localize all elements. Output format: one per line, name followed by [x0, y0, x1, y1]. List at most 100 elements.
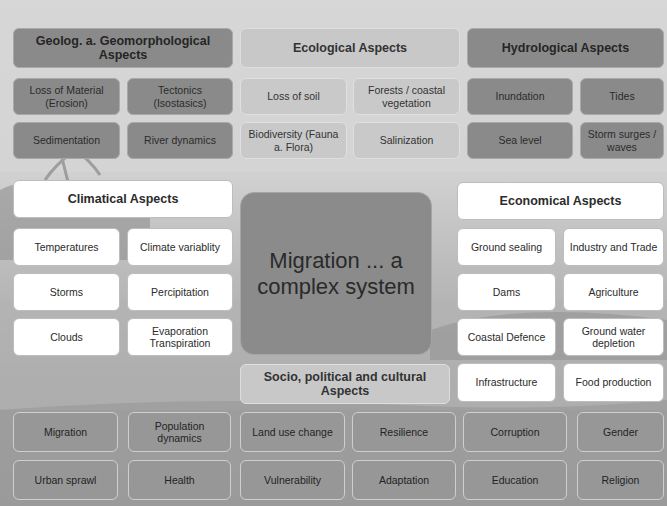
box-label: Biodiversity (Fauna a. Flora): [246, 128, 341, 152]
text-stack: Loss of soil: [267, 90, 320, 102]
box-label: Urban sprawl: [35, 474, 97, 486]
text-stack: Clouds: [50, 331, 83, 343]
text-stack: River dynamics: [144, 134, 216, 146]
text-stack: Forests / coastal vegetation: [359, 84, 454, 108]
aspect-box: Land use change: [240, 412, 345, 452]
box-label: Evaporation Transpiration: [133, 325, 227, 349]
aspect-box: Storms: [13, 273, 120, 311]
box-label: Temperatures: [34, 241, 98, 253]
box-label: Climate variablity: [140, 241, 220, 253]
aspect-box: Agriculture: [563, 273, 664, 311]
aspect-header: Economical Aspects: [457, 182, 664, 220]
text-stack: Health: [164, 474, 194, 486]
aspect-box: Urban sprawl: [13, 460, 118, 500]
text-stack: Storm surges / waves: [586, 128, 658, 152]
box-label: Sedimentation: [33, 134, 100, 146]
aspect-box: Adaptation: [352, 460, 456, 500]
box-label: Land use change: [252, 426, 333, 438]
box-label: Agriculture: [588, 286, 638, 298]
text-stack: Economical Aspects: [500, 194, 622, 208]
text-stack: Gender: [603, 426, 638, 438]
aspect-box: Corruption: [463, 412, 567, 452]
box-label: Tectonics (Isostasics): [133, 84, 227, 108]
box-label: Economical Aspects: [500, 194, 622, 208]
aspect-box: Biodiversity (Fauna a. Flora): [240, 122, 347, 159]
box-label: Sea level: [498, 134, 541, 146]
text-stack: Vulnerability: [264, 474, 321, 486]
text-stack: Climatical Aspects: [68, 192, 179, 206]
text-stack: Religion: [602, 474, 640, 486]
box-label: Dams: [493, 286, 520, 298]
text-stack: Agriculture: [588, 286, 638, 298]
text-stack: Urban sprawl: [35, 474, 97, 486]
aspect-box: Temperatures: [13, 228, 120, 266]
box-label: Ground sealing: [471, 241, 542, 253]
text-stack: Corruption: [490, 426, 539, 438]
text-stack: Climate variablity: [140, 241, 220, 253]
text-stack: Ground water depletion: [569, 325, 658, 349]
box-label: Climatical Aspects: [68, 192, 179, 206]
box-label: Loss of Material (Erosion): [19, 84, 114, 108]
text-stack: Adaptation: [379, 474, 429, 486]
text-stack: Tectonics (Isostasics): [133, 84, 227, 108]
aspect-box: Climate variablity: [127, 228, 233, 266]
aspect-box: Sedimentation: [13, 122, 120, 159]
aspect-box: Coastal Defence: [457, 318, 556, 356]
box-label: Storms: [50, 286, 83, 298]
aspect-box: Education: [463, 460, 567, 500]
text-stack: Land use change: [252, 426, 333, 438]
aspect-box: Religion: [577, 460, 664, 500]
aspect-box: Evaporation Transpiration: [127, 318, 233, 356]
box-label: River dynamics: [144, 134, 216, 146]
aspect-box: Gender: [577, 412, 664, 452]
text-stack: Dams: [493, 286, 520, 298]
aspect-box: Loss of Material (Erosion): [13, 78, 120, 115]
box-label: Loss of soil: [267, 90, 320, 102]
aspect-box: Migration: [13, 412, 118, 452]
aspect-box: Tectonics (Isostasics): [127, 78, 233, 115]
text-stack: Infrastructure: [476, 376, 538, 388]
text-stack: Resilience: [380, 426, 428, 438]
center-title: Migration ... a complex system: [251, 248, 421, 299]
box-label: Population dynamics: [134, 420, 225, 444]
text-stack: Migration: [44, 426, 87, 438]
box-label: Infrastructure: [476, 376, 538, 388]
text-stack: Socio, political and cultural Aspects: [246, 370, 444, 399]
text-stack: Inundation: [495, 90, 544, 102]
text-stack: Ecological Aspects: [293, 41, 407, 55]
aspect-header: Climatical Aspects: [13, 180, 233, 218]
box-label: Ecological Aspects: [293, 41, 407, 55]
aspect-box: Sea level: [467, 122, 573, 159]
box-label: Resilience: [380, 426, 428, 438]
box-label: Coastal Defence: [468, 331, 546, 343]
aspect-box: Forests / coastal vegetation: [353, 78, 460, 115]
aspect-box: River dynamics: [127, 122, 233, 159]
box-label: Socio, political and cultural Aspects: [246, 370, 444, 399]
text-stack: Biodiversity (Fauna a. Flora): [246, 128, 341, 152]
box-label: Education: [492, 474, 539, 486]
aspect-box: Vulnerability: [240, 460, 345, 500]
aspect-box: Inundation: [467, 78, 573, 115]
aspect-header: Geolog. a. Geomorphological Aspects: [13, 28, 233, 68]
text-stack: Sea level: [498, 134, 541, 146]
aspect-header: Ecological Aspects: [240, 28, 460, 68]
aspect-box: Loss of soil: [240, 78, 347, 115]
aspect-box: Health: [128, 460, 231, 500]
aspect-box: Ground water depletion: [563, 318, 664, 356]
aspect-header: Socio, political and cultural Aspects: [240, 364, 450, 404]
aspect-box: Industry and Trade: [563, 228, 664, 266]
box-label: Forests / coastal vegetation: [359, 84, 454, 108]
aspect-box: Population dynamics: [128, 412, 231, 452]
box-label: Health: [164, 474, 194, 486]
aspect-box: Storm surges / waves: [580, 122, 664, 159]
box-label: Migration: [44, 426, 87, 438]
box-label: Gender: [603, 426, 638, 438]
center-box: Migration ... a complex system: [240, 192, 432, 355]
text-stack: Temperatures: [34, 241, 98, 253]
aspect-box: Salinization: [353, 122, 460, 159]
box-label: Inundation: [495, 90, 544, 102]
text-stack: Ground sealing: [471, 241, 542, 253]
text-stack: Storms: [50, 286, 83, 298]
box-label: Vulnerability: [264, 474, 321, 486]
